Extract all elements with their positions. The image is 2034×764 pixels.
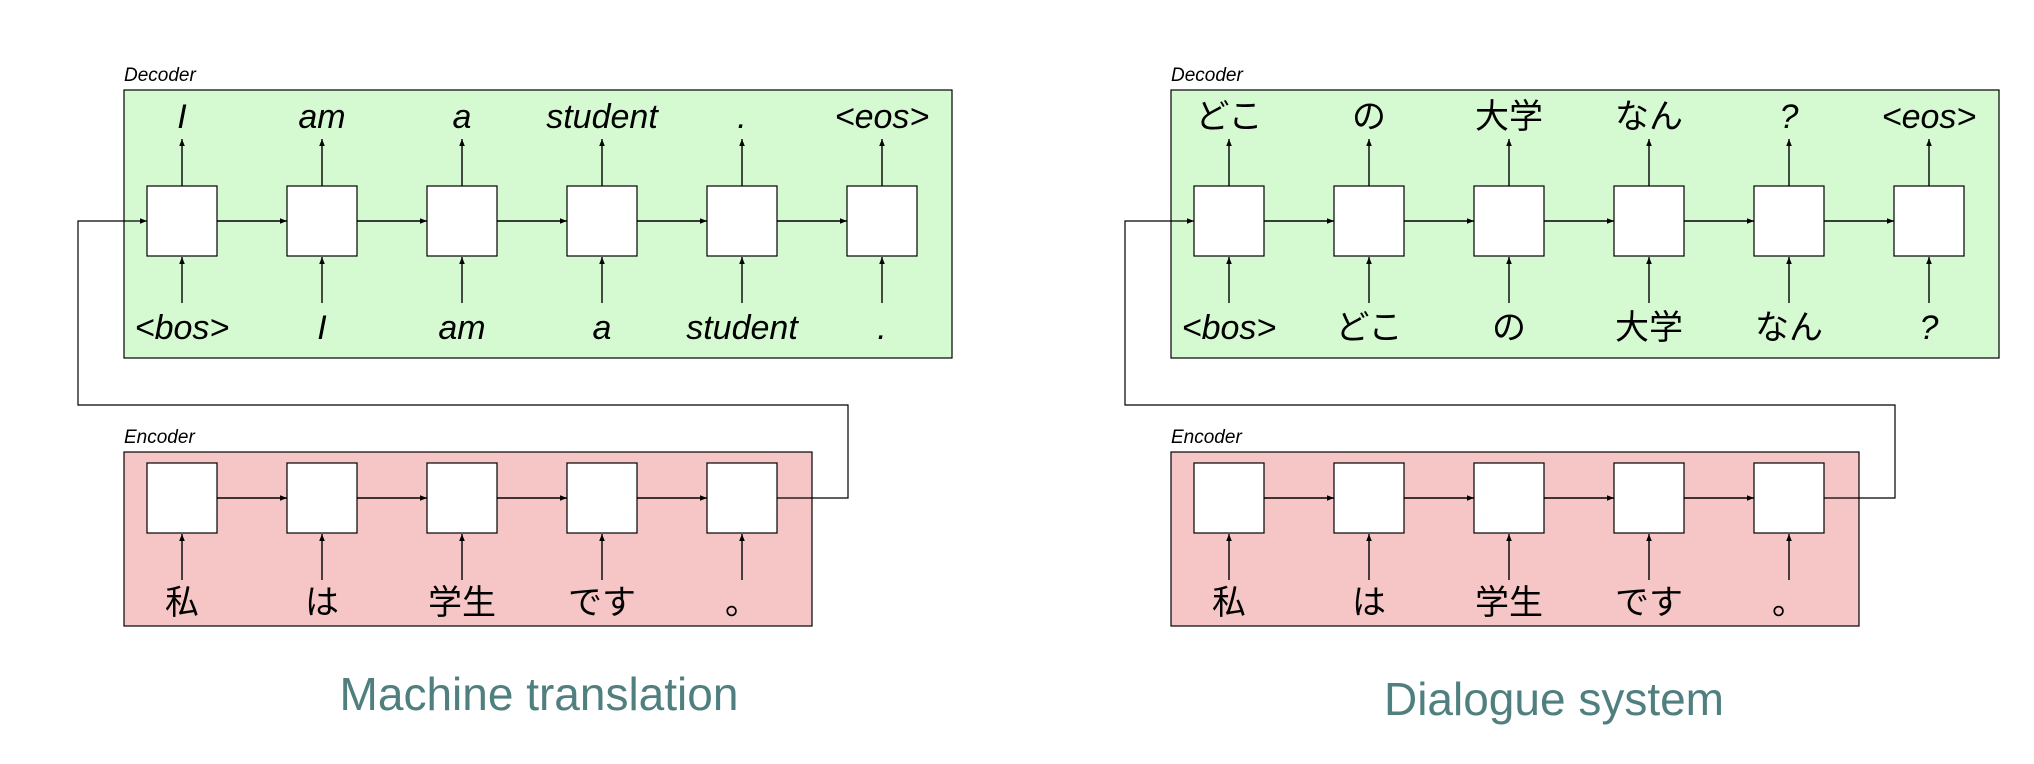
encoder-cell	[1473, 462, 1545, 534]
encoder-label: Encoder	[1171, 427, 1242, 448]
decoder-output-token: I	[177, 98, 187, 136]
encoder-input-token: 。	[1772, 584, 1806, 622]
decoder-input-token: .	[877, 309, 886, 347]
encoder-input-token: 。	[725, 584, 759, 622]
decoder-output-token: どこ	[1196, 98, 1263, 136]
decoder-output-token: .	[737, 98, 746, 136]
decoder-cell	[1893, 185, 1965, 257]
decoder-output-token: <eos>	[835, 98, 930, 136]
decoder-output-token: 大学	[1475, 98, 1543, 136]
encoder-input-token: です	[568, 584, 636, 622]
decoder-cell	[846, 185, 918, 257]
encoder-input-token: は	[305, 584, 339, 622]
decoder-input-token: ?	[1920, 309, 1939, 347]
encoder-cell	[566, 462, 638, 534]
decoder-cell	[1613, 185, 1685, 257]
decoder-output-token: の	[1352, 98, 1386, 136]
decoder-cell	[146, 185, 218, 257]
decoder-input-token: student	[686, 309, 799, 347]
decoder-cell	[566, 185, 638, 257]
decoder-cell	[426, 185, 498, 257]
decoder-cell	[286, 185, 358, 257]
encoder-input-token: 私	[1212, 584, 1246, 622]
context-vector-connector	[77, 218, 849, 499]
panel-caption: Machine translation	[340, 668, 739, 720]
encoder-cell	[1613, 462, 1685, 534]
decoder-input-token: なん	[1755, 309, 1823, 347]
decoder-input-token: の	[1492, 309, 1526, 347]
encoder-input-token: は	[1352, 584, 1386, 622]
decoder-cell	[706, 185, 778, 257]
decoder-input-token: <bos>	[1182, 309, 1277, 347]
decoder-cell	[1473, 185, 1545, 257]
panel-machine-translation: DecoderEncoderI<bos>amIaamstudenta.stude…	[77, 65, 953, 720]
encoder-cell	[426, 462, 498, 534]
context-vector-connector	[1124, 218, 1896, 499]
decoder-cell	[1753, 185, 1825, 257]
decoder-input-token: <bos>	[135, 309, 230, 347]
decoder-input-token: I	[317, 309, 327, 347]
decoder-input-token: a	[593, 309, 612, 347]
decoder-input-token: am	[438, 309, 485, 347]
decoder-output-token: ?	[1780, 98, 1799, 136]
panel-dialogue-system: DecoderEncoderどこ<bos>のどこ大学のなん大学?なん<eos>?…	[1124, 65, 2000, 725]
decoder-output-token: a	[453, 98, 472, 136]
encoder-cell	[146, 462, 218, 534]
decoder-input-token: 大学	[1615, 309, 1683, 347]
encoder-input-token: 私	[165, 584, 199, 622]
panel-caption: Dialogue system	[1384, 673, 1724, 725]
encoder-cell	[1753, 462, 1825, 534]
decoder-output-token: <eos>	[1882, 98, 1977, 136]
decoder-box	[123, 89, 953, 359]
encoder-input-token: 学生	[1475, 584, 1543, 622]
encoder-input-token: 学生	[428, 584, 496, 622]
decoder-output-token: なん	[1615, 98, 1683, 136]
encoder-cell	[1333, 462, 1405, 534]
decoder-cell	[1333, 185, 1405, 257]
decoder-input-token: どこ	[1336, 309, 1403, 347]
encoder-label: Encoder	[124, 427, 195, 448]
encoder-input-token: です	[1615, 584, 1683, 622]
encoder-cell	[286, 462, 358, 534]
decoder-output-token: student	[546, 98, 659, 136]
decoder-label: Decoder	[124, 65, 196, 86]
decoder-label: Decoder	[1171, 65, 1243, 86]
decoder-box	[1170, 89, 2000, 359]
decoder-output-token: am	[298, 98, 345, 136]
encoder-cell	[1193, 462, 1265, 534]
encoder-cell	[706, 462, 778, 534]
decoder-cell	[1193, 185, 1265, 257]
